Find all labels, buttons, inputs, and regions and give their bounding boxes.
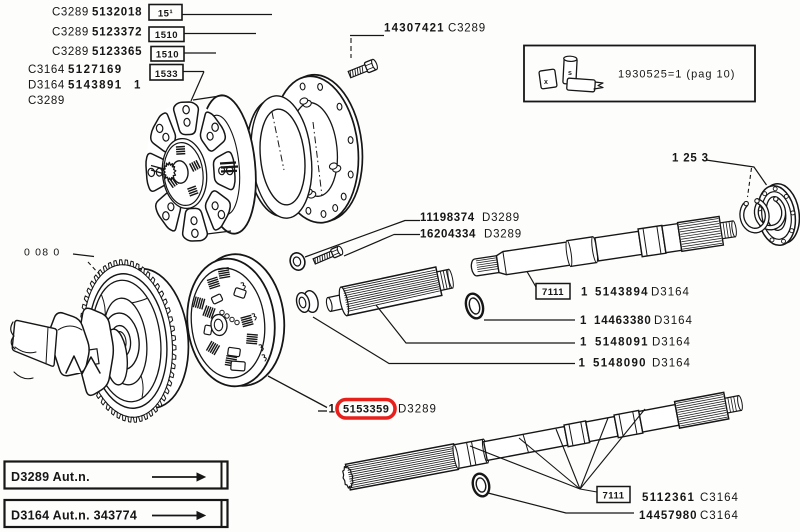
svg-text:15¹: 15¹ bbox=[158, 9, 173, 20]
svg-text:1: 1 bbox=[580, 315, 587, 327]
svg-text:D3289: D3289 bbox=[398, 404, 437, 416]
svg-text:14307421: 14307421 bbox=[384, 23, 445, 35]
svg-text:5112361: 5112361 bbox=[642, 492, 695, 504]
svg-text:0 08 0: 0 08 0 bbox=[24, 247, 60, 259]
svg-text:1: 1 bbox=[329, 404, 336, 416]
svg-text:5127169: 5127169 bbox=[68, 64, 123, 76]
svg-text:16204334: 16204334 bbox=[420, 229, 476, 241]
svg-text:D3164 Aut.n. 343774: D3164 Aut.n. 343774 bbox=[11, 509, 137, 523]
svg-text:1510: 1510 bbox=[156, 50, 179, 61]
svg-text:14457980: 14457980 bbox=[639, 510, 697, 522]
svg-text:1: 1 bbox=[134, 80, 141, 92]
svg-text:7111: 7111 bbox=[542, 287, 564, 298]
svg-text:x: x bbox=[544, 79, 548, 86]
svg-text:5143894: 5143894 bbox=[595, 287, 649, 299]
svg-text:1510: 1510 bbox=[155, 30, 178, 41]
svg-text:C3289: C3289 bbox=[448, 23, 486, 35]
svg-text:C3289: C3289 bbox=[52, 27, 89, 39]
svg-text:5148091: 5148091 bbox=[595, 337, 649, 349]
svg-text:5123372: 5123372 bbox=[92, 27, 142, 39]
svg-text:11198374: 11198374 bbox=[420, 212, 475, 224]
svg-text:C3289: C3289 bbox=[28, 95, 65, 107]
svg-text:D3164: D3164 bbox=[654, 315, 693, 327]
svg-text:C3164: C3164 bbox=[28, 64, 65, 76]
svg-text:5123365: 5123365 bbox=[92, 46, 142, 58]
svg-text:14463380: 14463380 bbox=[594, 315, 652, 327]
svg-text:1533: 1533 bbox=[155, 69, 178, 80]
svg-text:1: 1 bbox=[581, 287, 588, 299]
svg-text:C3289: C3289 bbox=[52, 7, 89, 19]
svg-text:D3289: D3289 bbox=[484, 229, 522, 241]
svg-text:5143891: 5143891 bbox=[68, 80, 123, 92]
svg-text:5153359: 5153359 bbox=[343, 404, 389, 416]
svg-text:D3164: D3164 bbox=[28, 80, 65, 92]
svg-text:7111: 7111 bbox=[602, 491, 624, 502]
svg-text:1: 1 bbox=[580, 337, 587, 349]
svg-text:C3289: C3289 bbox=[52, 46, 89, 58]
svg-text:5132018: 5132018 bbox=[92, 7, 142, 19]
svg-text:D3289 Aut.n.: D3289 Aut.n. bbox=[11, 470, 90, 484]
svg-text:1930525=1 (pag 10): 1930525=1 (pag 10) bbox=[618, 69, 735, 81]
svg-text:D3164: D3164 bbox=[652, 337, 691, 349]
svg-text:D3164: D3164 bbox=[651, 287, 690, 299]
svg-text:C3164: C3164 bbox=[700, 510, 739, 522]
svg-text:D3164: D3164 bbox=[652, 358, 691, 370]
svg-text:5148090: 5148090 bbox=[593, 358, 647, 370]
svg-text:1 25 3: 1 25 3 bbox=[672, 153, 709, 165]
svg-text:s: s bbox=[568, 70, 572, 77]
svg-text:1: 1 bbox=[579, 358, 586, 370]
svg-text:C3164: C3164 bbox=[700, 492, 739, 504]
svg-text:D3289: D3289 bbox=[482, 212, 520, 224]
